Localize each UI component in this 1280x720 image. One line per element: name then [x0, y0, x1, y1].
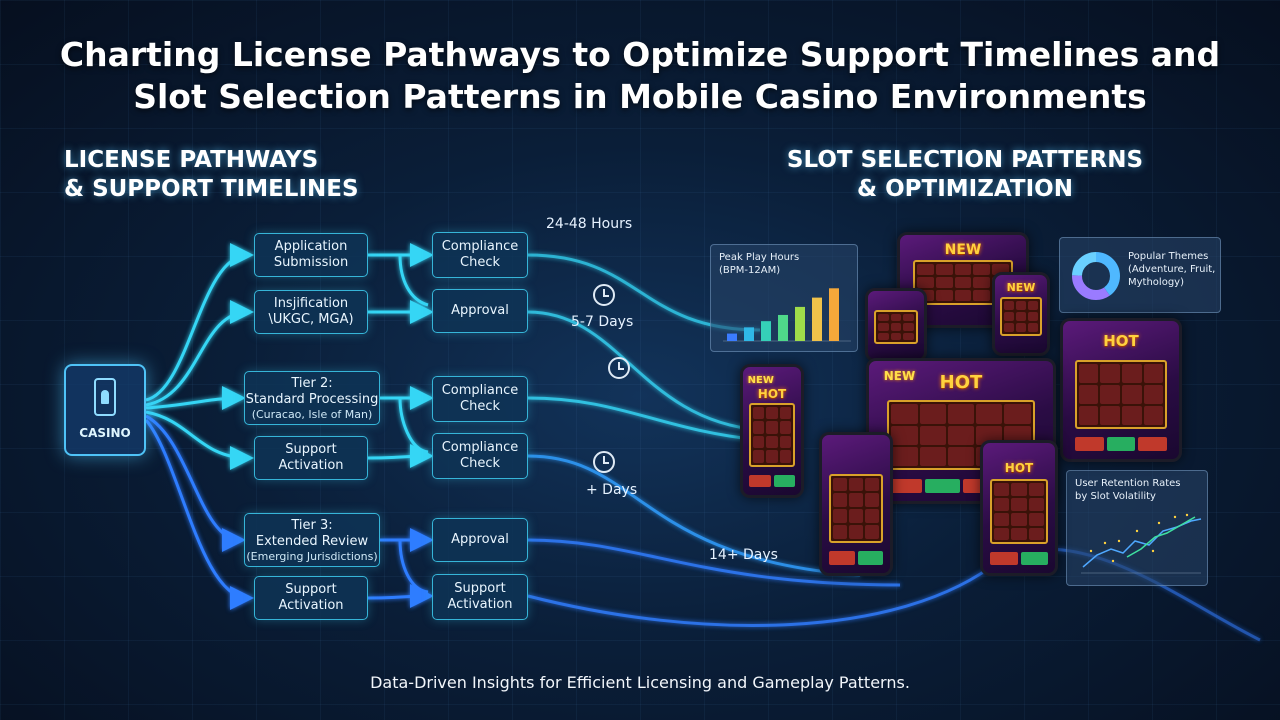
- user-retention-panel: User Retention Rates by Slot Volatility: [1066, 470, 1208, 586]
- node-support-activation-3[interactable]: Support Activation: [432, 574, 528, 620]
- license-heading-line-2: & SUPPORT TIMELINES: [64, 176, 359, 202]
- node-label: Compliance Check: [441, 440, 519, 471]
- node-compliance-check-3[interactable]: Compliance Check: [432, 433, 528, 479]
- peak-title: Peak Play Hours: [719, 252, 800, 263]
- donut-slice-2: [1072, 252, 1120, 300]
- node-approval-1[interactable]: Approval: [432, 289, 528, 333]
- slot-heading-line-2: & OPTIMIZATION: [857, 176, 1073, 202]
- mobile-phone-icon: [94, 378, 116, 416]
- slot-phone-center-left[interactable]: [819, 432, 893, 576]
- tier3-sub: (Emerging Jurisdictions): [246, 549, 378, 563]
- themes-sub: (Adventure, Fruit,: [1128, 264, 1216, 275]
- retention-line-green: [1126, 516, 1196, 558]
- peak-bar: [761, 321, 771, 341]
- title-line-2: Slot Selection Patterns in Mobile Casino…: [133, 77, 1147, 116]
- node-support-activation-2[interactable]: Support Activation: [254, 576, 368, 620]
- hot-badge: HOT: [757, 387, 787, 402]
- slot-heading-line-1: SLOT SELECTION PATTERNS: [786, 147, 1144, 173]
- slot-phone-small-left[interactable]: [865, 288, 927, 362]
- node-jurisdiction[interactable]: Insjification \UKGC, MGA): [254, 290, 368, 334]
- popular-themes-panel: Popular Themes (Adventure, Fruit, Mythol…: [1059, 237, 1221, 313]
- peak-bar-chart: [723, 288, 851, 342]
- timeline-plus-days: + Days: [586, 482, 638, 498]
- node-tier2-standard-processing[interactable]: Tier 2: Standard Processing (Curacao, Is…: [244, 371, 380, 425]
- flow-casino-app: [145, 243, 254, 402]
- timeline-24-48-hours: 24-48 Hours: [546, 216, 633, 232]
- themes-sub-2: Mythology): [1128, 277, 1184, 288]
- timeline-14-plus-days: 14+ Days: [709, 547, 778, 563]
- tier2-title: Tier 2:: [291, 375, 333, 391]
- new-badge: NEW: [1006, 281, 1036, 295]
- peak-play-hours-panel: Peak Play Hours (BPM-12AM): [710, 244, 858, 352]
- themes-donut-chart: [1072, 252, 1120, 300]
- flow-casino-tier2: [145, 386, 246, 411]
- themes-title: Popular Themes: [1128, 251, 1209, 262]
- donut-slice-3: [1072, 252, 1120, 300]
- tier3-title: Tier 3:: [291, 517, 333, 533]
- node-label: Compliance Check: [441, 239, 519, 270]
- casino-label: CASINO: [79, 426, 131, 440]
- node-label: Support Activation: [447, 581, 513, 612]
- node-compliance-check-2[interactable]: Compliance Check: [432, 376, 528, 422]
- node-label: Application Submission: [273, 239, 349, 270]
- tier2-sub: (Curacao, Isle of Man): [251, 407, 373, 421]
- clock-icon: [608, 357, 630, 379]
- peak-sub: (BPM-12AM): [719, 265, 781, 276]
- node-tier3-extended-review[interactable]: Tier 3: Extended Review (Emerging Jurisd…: [244, 513, 380, 567]
- slot-section-heading: SLOT SELECTION PATTERNS & OPTIMIZATION: [730, 146, 1200, 204]
- slot-phone-center-right[interactable]: HOT: [980, 440, 1058, 576]
- license-section-heading: LICENSE PATHWAYS & SUPPORT TIMELINES: [64, 146, 359, 204]
- node-label: Support Activation: [278, 582, 344, 613]
- node-label: Approval: [451, 303, 509, 318]
- timeline-5-7-days: 5-7 Days: [571, 314, 634, 330]
- slot-phone-small-right[interactable]: NEW: [992, 272, 1050, 356]
- clock-icon: [593, 284, 615, 306]
- tier2-main: Standard Processing: [245, 391, 379, 407]
- node-label: Support Activation: [278, 442, 344, 473]
- slot-phone-left[interactable]: NEW HOT: [740, 364, 804, 498]
- clock-icon: [593, 451, 615, 473]
- slot-tablet-right[interactable]: HOT: [1060, 318, 1182, 462]
- peak-bar: [829, 288, 839, 341]
- new-badge: NEW: [747, 374, 774, 386]
- flow-casino-jurisdiction: [145, 300, 254, 407]
- node-compliance-check-1[interactable]: Compliance Check: [432, 232, 528, 278]
- peak-bar: [812, 297, 822, 341]
- license-heading-line-1: LICENSE PATHWAYS: [64, 147, 319, 173]
- peak-bar: [727, 333, 737, 341]
- retention-line-blue: [1082, 518, 1202, 568]
- node-label: Insjification \UKGC, MGA): [268, 296, 354, 327]
- flow-casino-support1: [145, 410, 254, 470]
- node-label: Approval: [451, 532, 509, 547]
- flow-casino-support2: [144, 419, 254, 610]
- hot-badge: HOT: [1103, 332, 1139, 351]
- new-badge: NEW: [883, 369, 916, 384]
- casino-source-node[interactable]: CASINO: [64, 364, 146, 456]
- node-application-submission[interactable]: Application Submission: [254, 233, 368, 277]
- new-badge: NEW: [944, 242, 982, 259]
- node-support-activation-1[interactable]: Support Activation: [254, 436, 368, 480]
- retention-line-chart: [1081, 513, 1202, 574]
- page-title: Charting License Pathways to Optimize Su…: [0, 34, 1280, 118]
- peak-bar: [778, 314, 788, 341]
- title-line-1: Charting License Pathways to Optimize Su…: [59, 35, 1221, 74]
- node-approval-2[interactable]: Approval: [432, 518, 528, 562]
- node-label: Compliance Check: [441, 383, 519, 414]
- hot-badge: HOT: [939, 372, 983, 394]
- retention-title: User Retention Rates: [1075, 478, 1181, 489]
- peak-bar: [795, 306, 805, 341]
- flow-casino-tier3: [145, 414, 246, 552]
- hot-badge: HOT: [1004, 461, 1034, 476]
- footer-caption: Data-Driven Insights for Efficient Licen…: [370, 673, 910, 692]
- peak-bar: [744, 327, 754, 341]
- tier3-main: Extended Review: [255, 533, 369, 549]
- retention-sub: by Slot Volatility: [1075, 491, 1156, 502]
